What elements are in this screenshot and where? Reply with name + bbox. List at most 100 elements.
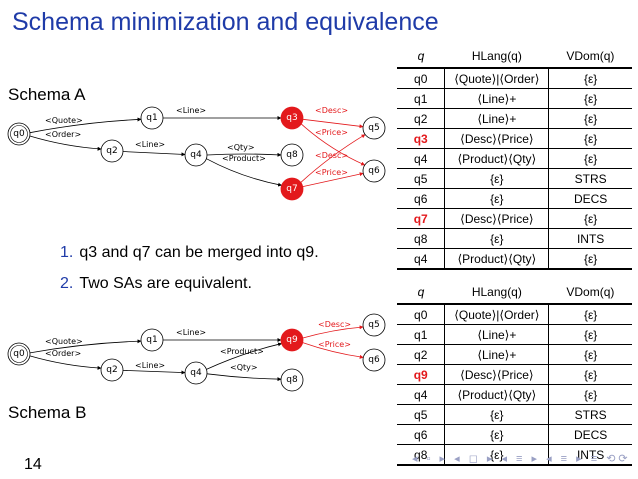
state-node-q0: q0 [7,122,31,146]
vdom-cell: {ε} [548,88,632,109]
edge-label: <Price> [315,128,348,137]
edge-q0-q1 [29,117,142,134]
edge-q3-q5 [302,118,364,129]
state-cell: q9 [397,364,446,385]
table-header-cell: q [397,45,445,69]
svg-text:q2: q2 [106,146,117,156]
edge-q9-q6 [302,342,364,359]
hlang-cell: ⟨Quote⟩|⟨Order⟩ [444,303,550,325]
svg-text:q8: q8 [286,150,298,160]
state-node-q4: q4 [184,143,208,167]
edge-label: <Desc> [315,151,348,160]
edge-label: <Line> [176,106,206,115]
edge-label: <Order> [45,349,81,358]
edge-label: <Desc> [318,320,351,329]
edge-label: <Order> [45,130,81,139]
state-cell: q4 [397,384,446,405]
edge-q4-q8 [206,373,282,382]
state-cell: q6 [397,424,446,445]
svg-text:q4: q4 [190,368,202,378]
hlang-cell: ⟨Desc⟩⟨Price⟩ [444,128,550,149]
svg-text:q1: q1 [146,113,157,123]
svg-text:q3: q3 [286,113,297,123]
vdom-cell: {ε} [548,324,632,345]
edge-q0-q1 [29,339,142,354]
note-number: 1. [60,244,74,261]
vdom-cell: {ε} [548,364,632,385]
hlang-cell: ⟨Line⟩+ [444,344,550,365]
hlang-cell: ⟨Line⟩+ [444,324,550,345]
state-cell: q0 [397,67,446,89]
edge-q0-q2 [29,135,102,151]
table-row: q1⟨Line⟩+{ε} [397,88,632,109]
table-row: q0⟨Quote⟩|⟨Order⟩{ε} [397,67,632,89]
svg-text:q5: q5 [368,320,379,330]
note-text: q3 and q7 can be merged into q9. [79,244,319,261]
edge-q9-q5 [302,325,364,339]
vdom-cell: DECS [548,424,632,445]
state-node-q4: q4 [184,361,208,385]
hlang-cell: {ε} [444,168,550,189]
state-node-q1: q1 [140,106,164,130]
slide-title: Schema minimization and equivalence [12,8,439,36]
table-row: q8{ε}INTS [397,444,632,466]
table-row: q0⟨Quote⟩|⟨Order⟩{ε} [397,303,632,325]
edge-label: <Quote> [45,337,83,346]
hlang-cell: ⟨Product⟩⟨Qty⟩ [444,384,550,405]
svg-text:q8: q8 [286,375,298,385]
table-row: q3⟨Desc⟩⟨Price⟩{ε} [397,128,632,149]
edge-q4-q8 [206,152,282,157]
table-header-cell: q [397,281,445,305]
hlang-cell: {ε} [444,444,550,466]
state-node-q6: q6 [362,348,386,372]
edge-q3-q6 [300,123,366,166]
hlang-cell: ⟨Desc⟩⟨Price⟩ [444,208,550,229]
state-node-q3: q3 [280,106,304,130]
state-node-q9: q9 [280,328,304,352]
table-row: q1⟨Line⟩+{ε} [397,324,632,345]
state-node-q7: q7 [280,177,304,201]
state-cell: q5 [397,404,446,425]
edge-label: <Line> [135,140,165,149]
table-row: q4⟨Product⟩⟨Qty⟩{ε} [397,384,632,405]
hlang-cell: ⟨Quote⟩|⟨Order⟩ [444,67,550,89]
schema-b-label: Schema B [8,403,87,422]
hlang-cell: ⟨Product⟩⟨Qty⟩ [444,248,550,270]
state-cell: q1 [397,88,446,109]
state-node-q8: q8 [280,143,304,167]
svg-text:q6: q6 [368,355,380,365]
vdom-cell: {ε} [548,248,632,270]
svg-text:q5: q5 [368,123,379,133]
state-node-q5: q5 [362,116,386,140]
state-cell: q2 [397,108,446,129]
schema-a-label: Schema A [8,85,86,104]
edge-label: <Price> [315,168,348,177]
edge-label: <Product> [220,347,264,356]
vdom-cell: {ε} [548,148,632,169]
edge-q2-q4 [122,151,186,157]
state-cell: q4 [397,148,446,169]
table-row: q2⟨Line⟩+{ε} [397,344,632,365]
table-row: q4⟨Product⟩⟨Qty⟩{ε} [397,248,632,270]
state-node-q5: q5 [362,313,386,337]
table-row: q9⟨Desc⟩⟨Price⟩{ε} [397,364,632,385]
state-node-q0: q0 [7,342,31,366]
state-node-q2: q2 [100,139,124,163]
svg-text:q4: q4 [190,150,202,160]
edge-label: <Line> [135,361,165,370]
vdom-cell: {ε} [548,384,632,405]
edge-q7-q6 [302,172,364,188]
page-number: 14 [24,456,42,473]
edge-label: <Product> [222,154,266,163]
state-cell: q5 [397,168,446,189]
edge-q4-q9 [206,342,282,370]
beamer-navigation-icons[interactable]: ◂ ▫ ▸ ◂ ◻ ▸ ◂ ≡ ▸ ◂ ≡ ▸ ≡ ⟲⟳ [412,453,631,465]
state-node-q8: q8 [280,368,304,392]
svg-text:q0: q0 [13,349,25,359]
state-cell: q1 [397,324,446,345]
edge-label: <Qty> [227,143,255,152]
vdom-cell: STRS [548,168,632,189]
